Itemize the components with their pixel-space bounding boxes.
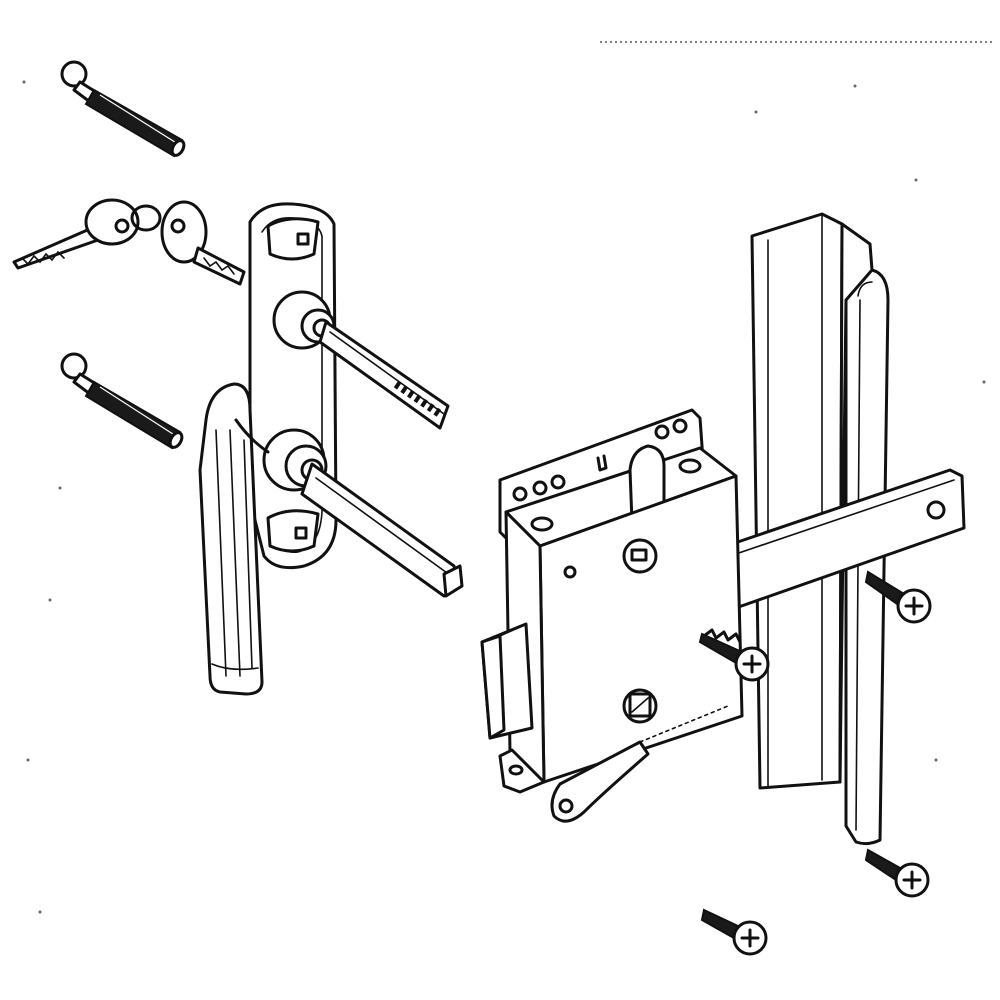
handle-spindle (300, 462, 464, 598)
screw-4 (700, 908, 768, 956)
specks (22, 80, 986, 914)
outside-handle (198, 202, 338, 696)
lock-tailpiece (318, 320, 450, 430)
lock-mechanism (480, 408, 744, 823)
screw-2 (864, 570, 932, 624)
keys (12, 198, 246, 286)
bolt-upper (60, 60, 186, 158)
screw-3 (864, 848, 930, 898)
screw-1 (698, 628, 770, 682)
bolt-lower (60, 352, 184, 450)
